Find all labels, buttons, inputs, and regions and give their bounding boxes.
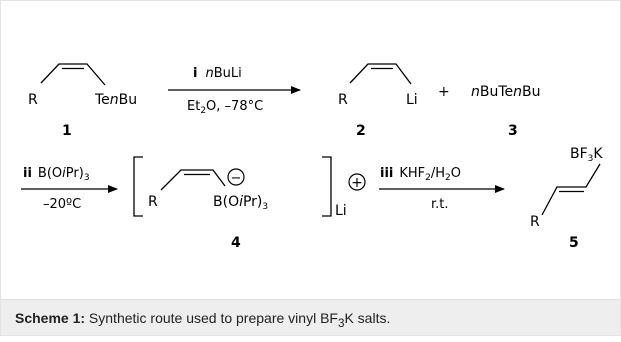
compound-3-formula: nBuTenBu	[471, 84, 541, 100]
positive-charge: +	[351, 175, 363, 191]
compound-4-r: R	[148, 194, 158, 210]
plus-sign: +	[438, 84, 450, 100]
compound-4-number: 4	[231, 235, 241, 251]
compound-3-number: 3	[508, 123, 518, 139]
compound-2: R Li 2	[338, 63, 418, 139]
caption-subscript: 3	[337, 316, 345, 330]
compound-5: BF3K R 5	[530, 146, 603, 251]
compound-5-number: 5	[569, 235, 579, 251]
caption-text-after: K salts.	[344, 310, 391, 326]
scheme-caption: Scheme 1: Synthetic route used to prepar…	[1, 299, 620, 335]
step-iii-conditions: r.t.	[431, 197, 449, 212]
compound-1-number: 1	[62, 123, 72, 139]
compound-1-bonds	[40, 63, 106, 86]
compound-2-number: 2	[356, 123, 366, 139]
negative-charge: −	[231, 171, 242, 186]
step-i-conditions: Et2O, –78°C	[187, 99, 263, 116]
compound-5-bonds	[541, 163, 601, 216]
compound-4-bonds	[160, 169, 226, 191]
compound-2-bonds	[349, 63, 412, 85]
positive-charge-circle	[348, 173, 366, 191]
caption-label: Scheme 1:	[15, 310, 86, 326]
right-bracket	[322, 156, 332, 217]
compound-5-trifluoroborate: BF3K	[570, 146, 603, 164]
left-bracket	[133, 156, 143, 217]
compound-1-r: R	[28, 92, 38, 108]
compound-1-tellurium-group: TenBu	[94, 92, 137, 108]
compound-4: R B(OiPr)3 − Li + 4	[133, 156, 366, 251]
caption-text-before: Synthetic route used to prepare vinyl BF	[85, 310, 338, 326]
compound-2-r: R	[338, 92, 348, 108]
lithium-counterion: Li	[335, 203, 347, 219]
compound-1: R TenBu 1	[28, 63, 137, 139]
step-ii-conditions: –20ºC	[43, 197, 81, 212]
negative-charge-circle	[227, 168, 245, 186]
compound-3: nBuTenBu 3	[471, 84, 541, 139]
compound-2-lithium: Li	[406, 92, 418, 108]
compound-5-r: R	[530, 214, 540, 230]
compound-4-borate: B(OiPr)3	[213, 194, 268, 212]
